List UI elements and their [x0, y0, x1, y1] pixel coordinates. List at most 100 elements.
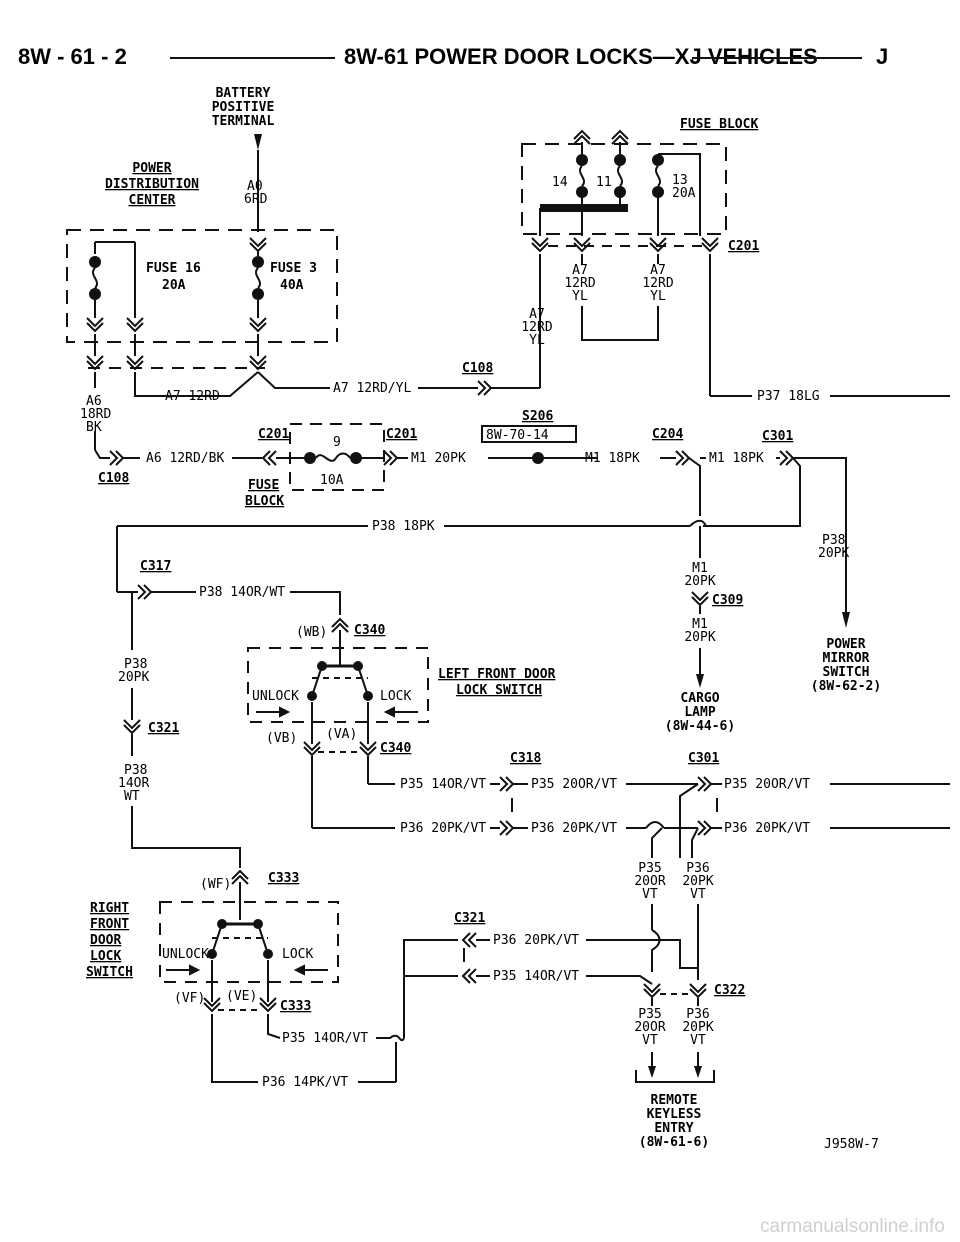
svg-text:P36: P36	[686, 1007, 709, 1022]
left-unlock-label: UNLOCK	[252, 689, 299, 704]
svg-text:20PK: 20PK	[684, 630, 715, 645]
svg-text:13: 13	[672, 173, 688, 188]
fuse-block-title: FUSE BLOCK	[680, 117, 758, 132]
pdc-label: POWER DISTRIBUTION CENTER	[105, 161, 199, 208]
svg-text:40A: 40A	[280, 278, 304, 293]
wire-label-m1-18pk-1: M1 18PK	[585, 451, 640, 466]
svg-text:FUSE: FUSE	[248, 478, 279, 493]
svg-text:P38: P38	[124, 657, 147, 672]
rke-label: REMOTE KEYLESS ENTRY (8W-61-6)	[639, 1093, 709, 1150]
connector-c333-bottom: C333	[280, 999, 311, 1014]
svg-text:20PK: 20PK	[684, 574, 715, 589]
wire-label-p36-20pkvt-3: P36 20PK/VT	[724, 821, 810, 836]
svg-text:ENTRY: ENTRY	[654, 1121, 693, 1136]
splice-s206-dot	[532, 452, 544, 464]
wire-label-p35-stack-top: P35 20OR VT	[634, 861, 665, 902]
svg-text:FUSE 16: FUSE 16	[146, 261, 201, 276]
wire-label-p36-20pkvt-1: P36 20PK/VT	[400, 821, 486, 836]
wire-label-p36-stack-bottom: P36 20PK VT	[682, 1007, 713, 1048]
wire-label-a7-mid: A7 12RD YL	[521, 307, 552, 348]
svg-text:M1: M1	[692, 561, 708, 576]
wire-label-p36-20pkvt-4: P36 20PK/VT	[493, 933, 579, 948]
right-unlock-label: UNLOCK	[162, 947, 209, 962]
pin-ve: (VE)	[226, 989, 257, 1004]
wire-label-a7-right: A7 12RD YL	[642, 263, 673, 304]
svg-text:12RD: 12RD	[564, 276, 595, 291]
a7-loop-wire	[581, 306, 659, 341]
svg-text:LAMP: LAMP	[684, 705, 715, 720]
pin-wf: (WF)	[200, 877, 231, 892]
svg-text:SWITCH: SWITCH	[86, 965, 133, 980]
svg-text:FUSE 3: FUSE 3	[270, 261, 317, 276]
svg-text:FRONT: FRONT	[90, 917, 129, 932]
fuse-11-label: 11	[596, 175, 612, 190]
svg-text:CENTER: CENTER	[129, 193, 176, 208]
pdc-box	[66, 229, 338, 343]
page-number: 8W - 61 - 2	[18, 44, 127, 69]
wire-label-a7-12rd: A7 12RD	[165, 389, 220, 404]
left-unlock-arrow	[256, 706, 291, 718]
watermark: carmanualsonline.info	[760, 1216, 945, 1237]
svg-text:20PK: 20PK	[818, 546, 849, 561]
connector-c321-left: C321	[148, 721, 179, 736]
left-lock-arrow	[383, 706, 418, 718]
left-switch-box	[247, 647, 429, 723]
pin-wb: (WB)	[296, 625, 327, 640]
svg-text:(8W-62-2): (8W-62-2)	[811, 679, 881, 694]
connector-c201-left: C201	[258, 427, 289, 442]
svg-text:YL: YL	[572, 289, 588, 304]
battery-label: BATTERY POSITIVE TERMINAL	[212, 86, 275, 129]
svg-text:MIRROR: MIRROR	[823, 651, 870, 666]
connector-c322: C322	[714, 983, 745, 998]
connector-c201-top: C201	[728, 239, 759, 254]
wire-label-p35-stack-bottom: P35 20OR VT	[634, 1007, 665, 1048]
svg-text:SWITCH: SWITCH	[823, 665, 870, 680]
svg-text:20PK: 20PK	[682, 1020, 713, 1035]
svg-text:LOCK: LOCK	[90, 949, 121, 964]
svg-text:DOOR: DOOR	[90, 933, 121, 948]
connector-c108-left: C108	[98, 471, 129, 486]
connector-c309: C309	[712, 593, 743, 608]
fuse-9-amp: 10A	[320, 473, 344, 488]
fuse-block-box	[521, 143, 727, 235]
wire-label-p38-20pk-right: P38 20PK	[818, 533, 849, 561]
connector-c204: C204	[652, 427, 683, 442]
svg-text:P38: P38	[822, 533, 845, 548]
fuse-9-label: 9	[333, 435, 341, 450]
wire-label-m1-20pk: M1 20PK	[411, 451, 466, 466]
fuse-3-label: FUSE 3 40A	[270, 261, 317, 293]
page-title: 8W-61 POWER DOOR LOCKS—XJ VEHICLES	[344, 44, 818, 69]
connector-c317: C317	[140, 559, 171, 574]
svg-text:VT: VT	[642, 1033, 658, 1048]
left-lock-label: LOCK	[380, 689, 411, 704]
svg-text:DISTRIBUTION: DISTRIBUTION	[105, 177, 199, 192]
wire-label-p35-14orvt-2: P35 14OR/VT	[282, 1031, 368, 1046]
wire-label-p36-14pkvt: P36 14PK/VT	[262, 1075, 348, 1090]
svg-text:20OR: 20OR	[634, 874, 665, 889]
svg-text:YL: YL	[529, 333, 545, 348]
svg-text:LOCK SWITCH: LOCK SWITCH	[456, 683, 542, 698]
wire-label-a7-left: A7 12RD YL	[564, 263, 595, 304]
svg-text:20PK: 20PK	[118, 670, 149, 685]
wire-label-p38-14orwt: P38 14OR/WT	[199, 585, 285, 600]
pin-vb: (VB)	[266, 731, 297, 746]
svg-text:BLOCK: BLOCK	[245, 494, 284, 509]
wire-label-p35-20orvt-1: P35 20OR/VT	[531, 777, 617, 792]
connector-c340-top: C340	[354, 623, 385, 638]
wire-label-a6: A6 18RD BK	[80, 394, 111, 435]
rke-connector-bracket	[635, 1070, 715, 1083]
svg-text:P38: P38	[124, 763, 147, 778]
svg-text:P35: P35	[638, 1007, 661, 1022]
svg-text:20PK: 20PK	[682, 874, 713, 889]
connector-c318: C318	[510, 751, 541, 766]
svg-text:A7: A7	[650, 263, 666, 278]
svg-text:VT: VT	[690, 887, 706, 902]
pin-va: (VA)	[326, 727, 357, 742]
fuse-16-icon	[88, 255, 102, 301]
wire-label-p36-20pkvt-2: P36 20PK/VT	[531, 821, 617, 836]
fuse-14-label: 14	[552, 175, 568, 190]
connector-c301-top: C301	[762, 429, 793, 444]
svg-text:LEFT FRONT DOOR: LEFT FRONT DOOR	[438, 667, 556, 682]
svg-text:VT: VT	[690, 1033, 706, 1048]
